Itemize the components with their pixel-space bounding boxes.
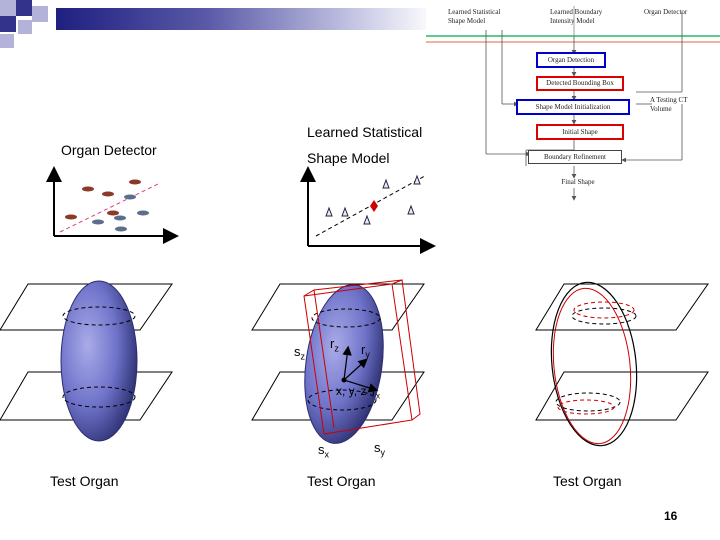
- test-organ-label-middle: Test Organ: [307, 473, 376, 489]
- mean-shape-marker: [370, 200, 378, 212]
- test-organ-label-right: Test Organ: [553, 473, 622, 489]
- detector-axes: [46, 166, 179, 244]
- initial-shape-box: Initial Shape: [536, 124, 624, 140]
- corner-square: [32, 6, 48, 22]
- shape-init-box: Shape Model Initialization: [516, 99, 630, 115]
- corner-square: [0, 34, 14, 48]
- organ-detection-box: Organ Detection: [536, 52, 606, 68]
- final-shape-node: Final Shape: [561, 178, 595, 186]
- shape-sample-markers: [325, 174, 421, 225]
- shape-model-axes: [300, 166, 436, 254]
- param-xyz: x, y, z: [336, 384, 367, 398]
- pose-axes: [342, 345, 379, 393]
- learned-shape-model-node: Learned Statistical Shape Model: [448, 8, 501, 25]
- detected-bbox-box: Detected Bounding Box: [536, 76, 624, 91]
- middle-organ-group: [251, 279, 425, 444]
- testing-ct-label: A Testing CT Volume: [650, 96, 688, 113]
- param-r-z: rz: [330, 336, 339, 354]
- learned-boundary-model-node: Learned Boundary Intensity Model: [550, 8, 603, 25]
- param-r-y: ry: [361, 342, 370, 360]
- param-s-z: sz: [294, 344, 305, 362]
- param-s-y: sy: [374, 440, 385, 458]
- organ-detector-label: Organ Detector: [61, 142, 157, 158]
- corner-square: [0, 16, 16, 32]
- oriented-bounding-box: [303, 279, 421, 435]
- feature-points-class-b: [92, 194, 149, 232]
- boundary-refinement-box: Boundary Refinement: [528, 150, 622, 164]
- shape-model-label: Shape Model: [307, 150, 390, 166]
- left-organ-group: [0, 280, 173, 442]
- corner-square: [0, 0, 16, 16]
- param-r-x: rx: [372, 384, 380, 401]
- organ-detector-node: Organ Detector: [644, 8, 688, 16]
- param-s-x: sx: [318, 442, 329, 460]
- right-organ-group: [535, 281, 709, 447]
- flowchart-panel: Learned Statistical Shape Model Learned …: [426, 0, 720, 204]
- learned-statistical-label: Learned Statistical: [307, 124, 423, 140]
- corner-square: [18, 20, 32, 34]
- page-number: 16: [664, 509, 678, 523]
- corner-square: [16, 0, 32, 16]
- test-organ-label-left: Test Organ: [50, 473, 119, 489]
- title-bar: [56, 8, 436, 30]
- feature-points-class-a: [65, 179, 141, 220]
